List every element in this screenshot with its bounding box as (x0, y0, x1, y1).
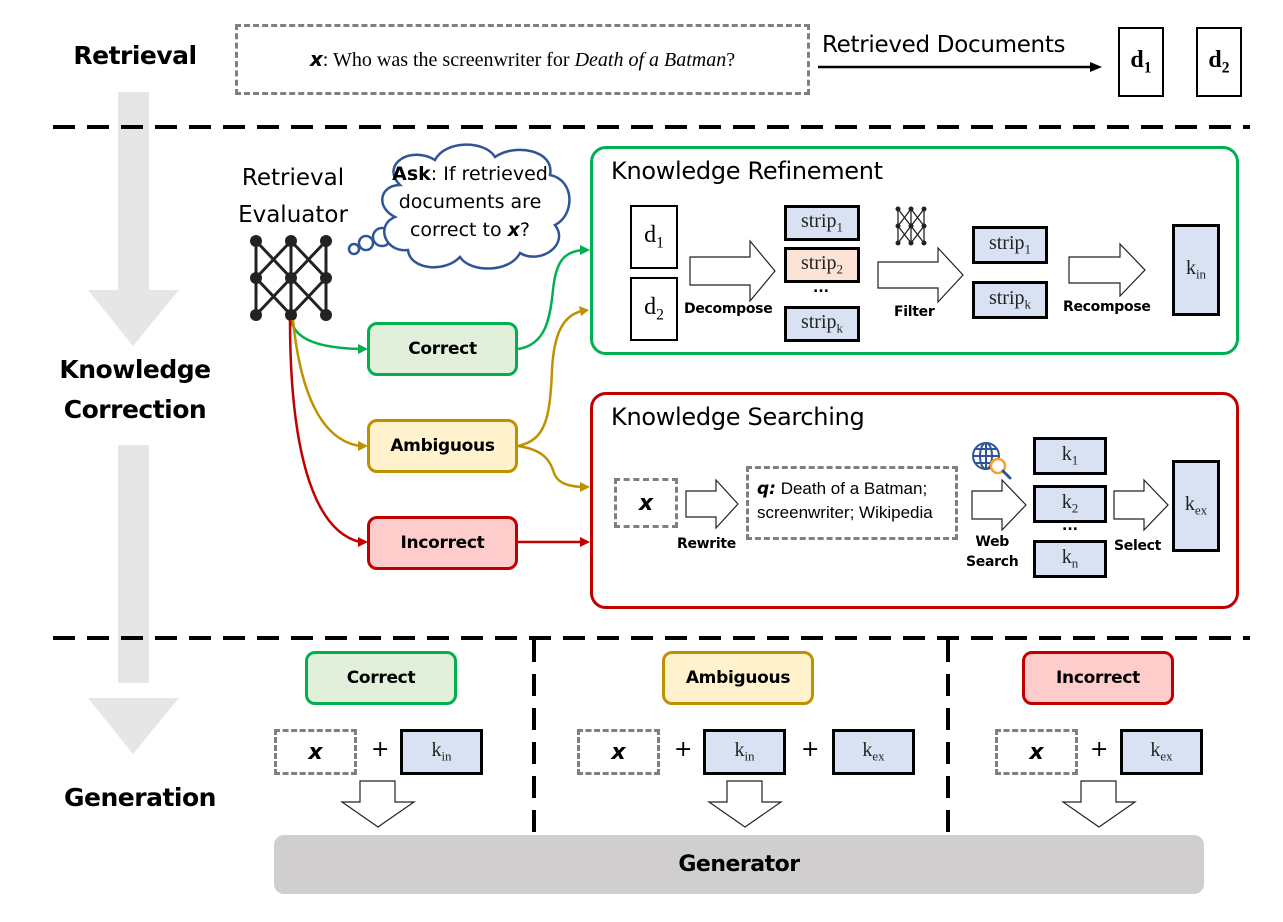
judgement-ambiguous: Ambiguous (367, 419, 518, 473)
stage-label-line: Knowledge (59, 355, 211, 384)
refined-knowledge-k-in: kin (1172, 224, 1220, 316)
query-line: screenwriter; Wikipedia (757, 503, 933, 522)
strip-2-highlighted: strip2 (784, 247, 860, 283)
knowledge-refinement-title: Knowledge Refinement (611, 157, 883, 185)
stage-label-generation: Generation (64, 783, 216, 812)
rewritten-query-text: q: Death of a Batman; screenwriter; Wiki… (757, 477, 933, 525)
filtered-strip-1: strip1 (972, 226, 1048, 264)
judgement-correct: Correct (367, 322, 518, 376)
refinement-doc-d2: d2 (630, 277, 678, 341)
filter-label: Filter (894, 304, 935, 320)
search-result-k2: k2 (1033, 485, 1107, 523)
select-label: Select (1114, 538, 1162, 554)
query-suffix: ? (726, 49, 736, 71)
filter-network-icon (895, 206, 927, 246)
rewritten-query-box: q: Death of a Batman; screenwriter; Wiki… (746, 466, 958, 540)
plus-sign: + (801, 737, 820, 762)
web-search-label: Web Search (966, 534, 1019, 570)
doc-label: d2 (644, 293, 664, 324)
stage-arrow-shaft-2 (118, 445, 149, 683)
evaluator-label-line: Evaluator (238, 202, 348, 228)
query-line: q: Death of a Batman; (757, 479, 928, 499)
web-search-globe-icon (972, 442, 1012, 480)
retrieval-evaluator-label: Retrieval Evaluator (228, 160, 358, 234)
generator-block: Generator (274, 835, 1204, 894)
retrieved-documents-label: Retrieved Documents (822, 32, 1066, 58)
stage-arrow-head-2 (88, 698, 179, 754)
thought-line: Ask: If retrieved (392, 163, 548, 185)
thought-cloud-icon (347, 143, 571, 270)
retrieved-doc-d2: d2 (1196, 27, 1242, 97)
strip-1: strip1 (784, 205, 860, 241)
input-variable: x (308, 739, 323, 765)
search-result-kn: kn (1033, 540, 1107, 578)
generation-k-ex-ambiguous: kex (832, 729, 915, 775)
thought-line: documents are (398, 191, 542, 213)
refinement-doc-d1: d1 (630, 205, 678, 269)
generation-k-in-correct: kin (400, 729, 483, 775)
knowledge-refinement-panel: Knowledge Refinement (590, 146, 1239, 355)
query-box: x: Who was the screenwriter for Death of… (235, 24, 810, 95)
generation-x-box-incorrect: x (995, 729, 1078, 775)
input-variable: x (611, 739, 626, 765)
input-variable: x (638, 490, 654, 516)
filtered-strip-k: stripk (972, 281, 1048, 319)
thought-line: correct to x? (409, 219, 531, 241)
generation-x-box-ambiguous: x (577, 729, 660, 775)
plus-sign: + (371, 737, 390, 762)
search-input-x-box: x (614, 478, 678, 528)
external-knowledge-k-ex: kex (1172, 460, 1220, 552)
strip-k: stripk (784, 306, 860, 342)
search-result-ellipsis: ... (1062, 518, 1078, 534)
stage-label-line: Correction (63, 395, 207, 424)
query-title: Death of a Batman (574, 49, 727, 71)
search-result-k1: k1 (1033, 437, 1107, 475)
plus-sign: + (674, 737, 693, 762)
doc-label: d1 (1130, 46, 1152, 77)
generator-label: Generator (678, 852, 800, 877)
generation-label-incorrect: Incorrect (1022, 651, 1174, 705)
stage-label-retrieval: Retrieval (73, 41, 197, 70)
stage-arrow-shaft-1 (118, 92, 149, 292)
query-prefix: : Who was the screenwriter for (322, 49, 575, 71)
doc-label: d1 (644, 221, 664, 252)
stage-label-knowledge-correction: Knowledge Correction (40, 350, 230, 430)
input-variable: x (1029, 739, 1044, 765)
decompose-label: Decompose (684, 301, 773, 317)
strip-ellipsis: ... (813, 280, 829, 296)
doc-label: d2 (1208, 46, 1230, 77)
plus-sign: + (1090, 737, 1109, 762)
knowledge-searching-title: Knowledge Searching (611, 403, 865, 431)
generation-k-ex-incorrect: kex (1120, 729, 1203, 775)
recompose-label: Recompose (1063, 299, 1151, 315)
query-variable: x (309, 47, 323, 71)
generation-x-box-correct: x (274, 729, 357, 775)
generation-label-correct: Correct (305, 651, 457, 705)
thought-cloud-text: Ask: If retrieved documents are correct … (380, 160, 560, 244)
query-text: x: Who was the screenwriter for Death of… (310, 47, 735, 72)
evaluator-label-line: Retrieval (241, 165, 345, 191)
judgement-incorrect: Incorrect (367, 516, 518, 570)
neural-network-icon (250, 235, 332, 321)
rewrite-label: Rewrite (677, 536, 736, 552)
retrieved-doc-d1: d1 (1118, 27, 1164, 97)
stage-arrow-head-1 (88, 290, 179, 346)
generation-label-ambiguous: Ambiguous (662, 651, 814, 705)
generation-k-in-ambiguous: kin (703, 729, 786, 775)
